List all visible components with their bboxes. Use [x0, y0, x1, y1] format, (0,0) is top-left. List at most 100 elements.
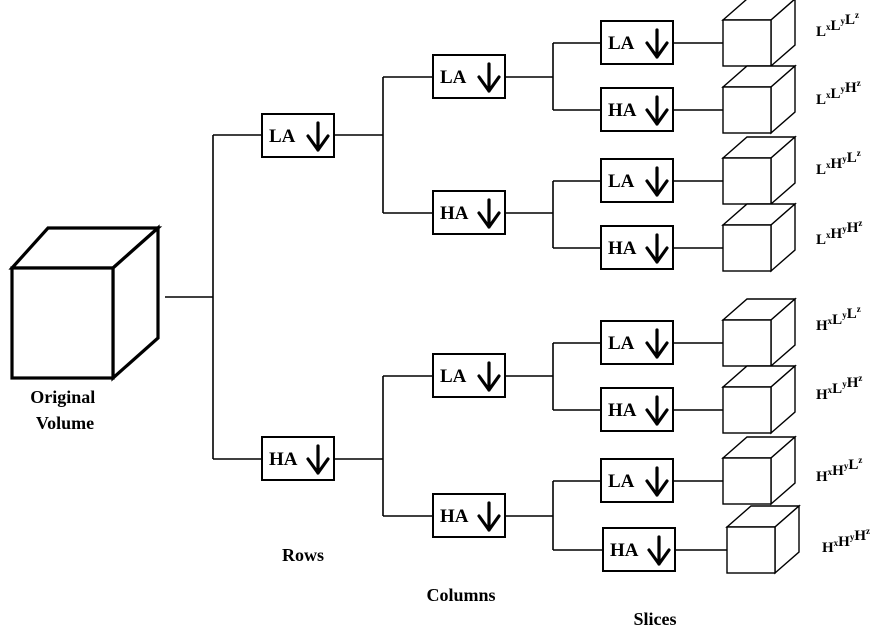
subband-axis-superscript: y [850, 532, 855, 542]
subband-label-7: HxHyLz [816, 455, 862, 485]
filter-box-col-low-high: HA [432, 190, 506, 235]
filter-box-col-high-high: HA [432, 493, 506, 538]
subband-axis-superscript: x [826, 22, 831, 32]
subband-cube-2 [721, 64, 797, 135]
subband-letter: H [832, 463, 844, 479]
downsample-arrow-icon [645, 233, 669, 264]
subband-axis-superscript: y [841, 16, 846, 26]
subband-axis-superscript: x [826, 90, 831, 100]
subband-letter: L [816, 232, 826, 248]
cube-front-face [722, 224, 772, 272]
subband-axis-superscript: x [828, 467, 833, 477]
subband-letter: H [816, 318, 828, 334]
filter-box-slice-8: HA [602, 527, 676, 572]
subband-axis-superscript: x [828, 385, 833, 395]
filter-label: HA [608, 400, 637, 421]
cube-front-face [722, 386, 772, 434]
cube-front-face [722, 457, 772, 505]
subband-axis-superscript: z [866, 526, 870, 536]
subband-axis-superscript: x [826, 230, 831, 240]
subband-axis-superscript: z [858, 373, 862, 383]
subband-letter: L [832, 312, 842, 328]
subband-letter: H [847, 375, 859, 391]
filter-label: LA [608, 33, 635, 54]
subband-axis-superscript: z [857, 78, 861, 88]
downsample-arrow-icon [645, 395, 669, 426]
original-volume-label-line2: Volume [36, 413, 94, 433]
subband-axis-superscript: y [844, 461, 849, 471]
filter-label: LA [608, 171, 635, 192]
subband-letter: L [847, 150, 857, 166]
subband-label-1: LxLyLz [816, 10, 859, 40]
cube-front-face [722, 319, 772, 367]
subband-letter: L [831, 18, 841, 34]
filter-box-frame [432, 493, 506, 538]
subband-axis-superscript: y [842, 379, 847, 389]
filter-box-slice-6: HA [600, 387, 674, 432]
subband-axis-superscript: y [841, 84, 846, 94]
downsample-arrow-icon [477, 62, 501, 93]
original-volume-label-line1: Original [30, 387, 95, 407]
filter-box-slice-3: LA [600, 158, 674, 203]
subband-cube-3 [721, 135, 797, 206]
subband-axis-superscript: z [857, 148, 861, 158]
filter-box-frame [600, 458, 674, 503]
subband-letter: L [816, 162, 826, 178]
subband-axis-superscript: z [857, 304, 861, 314]
subband-axis-superscript: x [834, 538, 839, 548]
subband-label-4: LxHyHz [816, 218, 862, 248]
subband-axis-superscript: y [842, 310, 847, 320]
filter-box-frame [600, 387, 674, 432]
filter-label: HA [608, 238, 637, 259]
filter-box-slice-5: LA [600, 320, 674, 365]
downsample-arrow-icon [645, 328, 669, 359]
filter-box-slice-1: LA [600, 20, 674, 65]
filter-label: LA [440, 67, 467, 88]
subband-letter: H [822, 540, 834, 556]
filter-box-col-high-low: LA [432, 353, 506, 398]
downsample-arrow-icon [477, 501, 501, 532]
downsample-arrow-icon [306, 444, 330, 475]
subband-cubes [721, 0, 801, 575]
subband-axis-superscript: y [842, 154, 847, 164]
connector-lines [165, 42, 727, 551]
filter-box-slice-2: HA [600, 87, 674, 132]
downsample-arrow-icon [645, 166, 669, 197]
filter-box-frame [432, 54, 506, 99]
subband-cube-4 [721, 202, 797, 273]
filter-box-frame [600, 20, 674, 65]
filter-box-slice-7: LA [600, 458, 674, 503]
downsample-arrow-icon [477, 361, 501, 392]
downsample-arrow-icon [645, 95, 669, 126]
stage-label-rows: Rows [282, 545, 324, 565]
filter-box-frame [602, 527, 676, 572]
cube-front-face [722, 19, 772, 67]
subband-axis-superscript: x [826, 160, 831, 170]
filter-box-frame [600, 320, 674, 365]
downsample-arrow-icon [306, 121, 330, 152]
filter-label: LA [269, 126, 296, 147]
subband-letter: H [845, 80, 857, 96]
subband-axis-superscript: x [828, 316, 833, 326]
filter-box-frame [261, 436, 335, 481]
filter-label: LA [608, 471, 635, 492]
subband-letter: L [816, 92, 826, 108]
filter-box-frame [600, 87, 674, 132]
stage-label-columns: Columns [426, 585, 495, 605]
subband-letter: H [854, 528, 866, 544]
subband-letter: L [832, 381, 842, 397]
subband-letter: L [848, 457, 858, 473]
subband-letter: H [838, 534, 850, 550]
subband-label-6: HxLyHz [816, 373, 862, 403]
subband-label-5: HxLyLz [816, 304, 861, 334]
subband-label-3: LxHyLz [816, 148, 861, 178]
filter-label: HA [440, 203, 469, 224]
filter-box-col-low-low: LA [432, 54, 506, 99]
subband-letter: H [816, 387, 828, 403]
subband-letter: H [816, 469, 828, 485]
subband-letter: H [831, 226, 843, 242]
stage-label-slices: Slices [634, 609, 677, 629]
subband-axis-superscript: z [858, 218, 862, 228]
